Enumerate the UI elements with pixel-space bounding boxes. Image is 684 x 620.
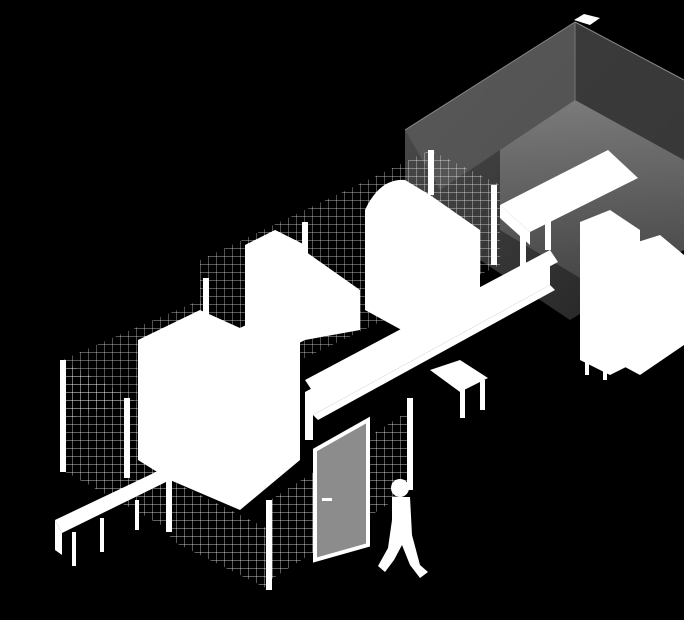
fence-posts: [60, 150, 497, 590]
conveyor-upper: [500, 150, 638, 290]
conveyor-main: [305, 250, 558, 440]
side-table: [430, 360, 488, 418]
machine-unit-2: [245, 230, 360, 355]
fence-door: [313, 416, 370, 563]
machine-unit-3: [365, 179, 480, 340]
conveyor-front: [55, 470, 170, 566]
ceiling-lamp-icon: [574, 14, 600, 25]
processing-tower: [580, 210, 684, 380]
walking-person-icon: [378, 479, 428, 578]
